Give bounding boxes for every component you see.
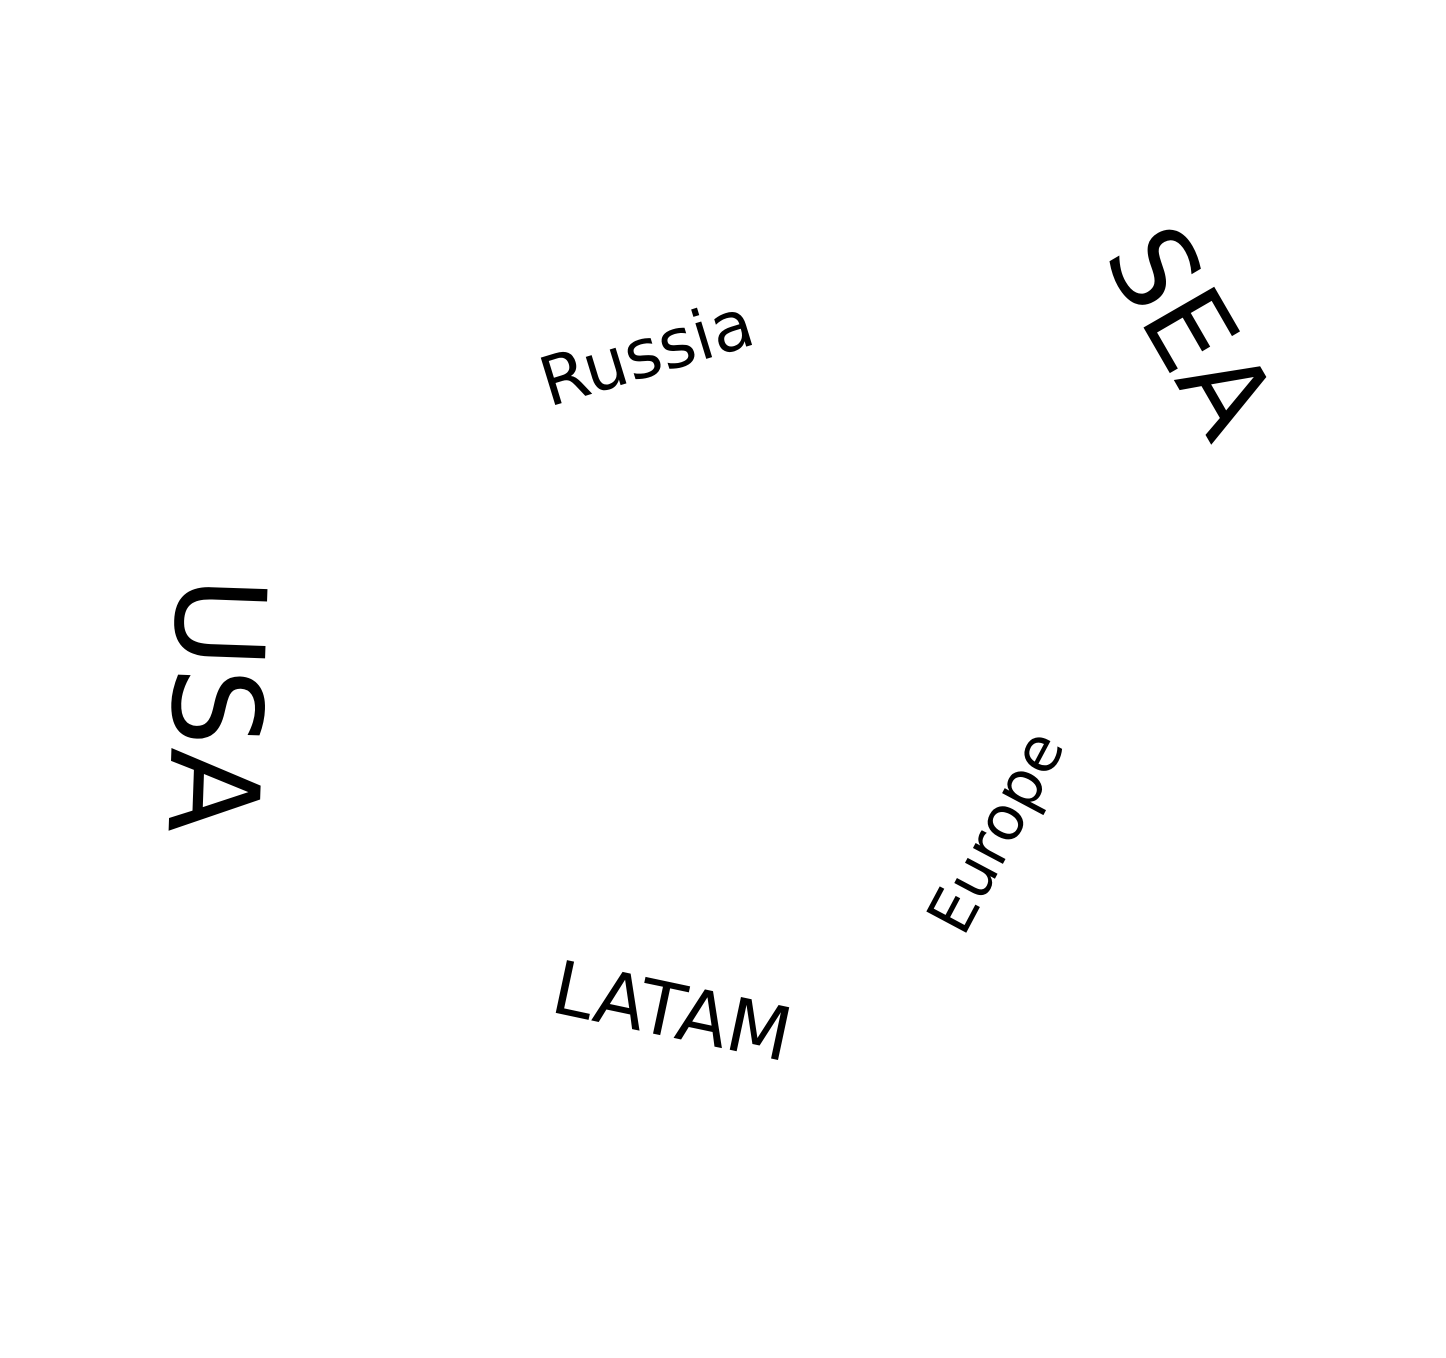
label-usa: USA [138,574,292,836]
label-russia: Russia [530,283,763,424]
label-europe: Europe [912,718,1079,946]
label-sea: SEA [1079,204,1301,460]
label-latam: LATAM [544,944,800,1080]
